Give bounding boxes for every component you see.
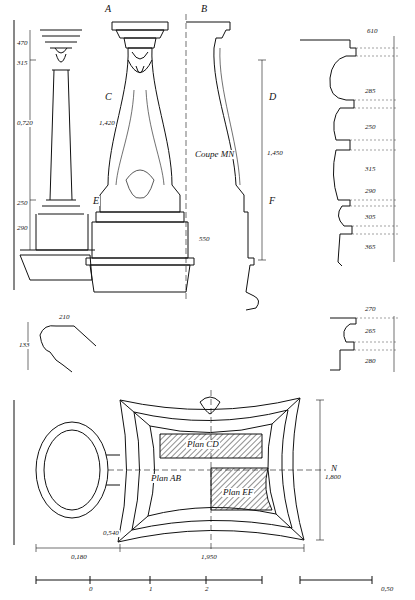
view-label: Coupe MN	[194, 150, 235, 159]
dimension-label: 290	[364, 188, 377, 195]
dimension-label: 315	[364, 166, 377, 173]
dimension-label: 285	[364, 88, 377, 95]
view-label: Plan EF	[222, 488, 254, 497]
dimension-label: 250	[364, 124, 377, 131]
dimension-label: 210	[58, 314, 71, 321]
view-label: N	[330, 464, 338, 473]
dimension-label: 265	[364, 328, 377, 335]
view-label: 1	[148, 586, 154, 593]
view-label: 2	[204, 586, 210, 593]
dimension-label: 133	[18, 342, 31, 349]
dimension-label: 0,720	[16, 120, 34, 127]
view-label: 0	[88, 586, 94, 593]
view-label: 0,50	[380, 586, 394, 593]
dimension-label: 290	[16, 225, 29, 232]
dimension-label: 0,540	[102, 530, 120, 537]
dimension-label: 305	[364, 214, 377, 221]
dimension-label: 280	[364, 358, 377, 365]
dimension-label: 315	[16, 60, 29, 67]
dimension-label: 1,950	[200, 554, 218, 561]
dimension-label: 1,420	[98, 120, 116, 127]
view-label: B	[200, 4, 208, 14]
dimension-label: 610	[366, 28, 379, 35]
view-label: F	[268, 196, 276, 206]
view-label: C	[104, 92, 113, 102]
view-label: Plan AB	[150, 474, 182, 483]
dimension-label: 0,180	[70, 554, 88, 561]
view-label: E	[92, 196, 100, 206]
dimension-label: 1,800	[324, 474, 342, 481]
dimension-label: 270	[364, 306, 377, 313]
dimension-label: 250	[16, 200, 29, 207]
dimension-label: 470	[16, 40, 29, 47]
dimension-label: 550	[198, 236, 211, 243]
dimension-label: 365	[364, 244, 377, 251]
view-label: Plan CD	[186, 440, 220, 449]
view-label: A	[104, 4, 112, 14]
view-label: 1,450	[266, 150, 284, 157]
view-label: D	[268, 92, 277, 102]
